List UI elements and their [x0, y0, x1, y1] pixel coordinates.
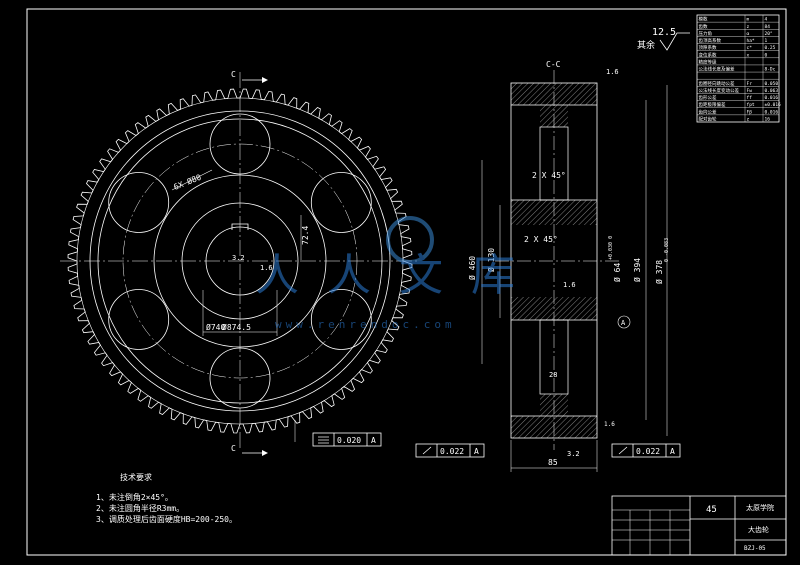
table-cell: 变位系数 [699, 51, 717, 58]
bore-dia: Ø 64 [612, 263, 622, 282]
total-width: 85 [548, 458, 558, 467]
tech-requirements: 技术要求 1、未注倒角2×45°。 2、未注圆角半径R3mm。 3、调质处理后齿… [96, 472, 237, 524]
bolt-hole [108, 172, 170, 233]
table-cell: 1 [765, 38, 768, 44]
part-name: 大齿轮 [748, 525, 769, 534]
watermark: 人人文库 www.renrendoc.com [255, 216, 543, 331]
keyway-roughness: 3.2 [232, 254, 245, 262]
table-cell: ha* [747, 38, 755, 44]
table-cell: 齿向公差 [699, 108, 717, 115]
table-cell: 0.063 [765, 88, 779, 94]
bottom-roughness: 3.2 [567, 450, 580, 458]
table-cell: x [747, 53, 750, 58]
table-cell: Fw [747, 88, 753, 94]
runout-left-value: 0.022 [440, 447, 464, 456]
section-title: C-C [546, 60, 561, 69]
table-cell: 0.25 [765, 45, 776, 51]
table-cell: 公法线长度及偏差 [699, 66, 735, 73]
bolt-hole [310, 289, 372, 350]
section-view: C-C Ø 460 Ø 130 2 X 45° 2 X 45° Ø 64 + [467, 60, 670, 472]
holes-callout: 6X Ø80 [172, 172, 203, 192]
keyway-depth: 72.4 [301, 226, 310, 245]
table-cell: 模数 [699, 16, 708, 23]
table-cell: 0.050 [765, 81, 779, 87]
table-cell: Fr [747, 81, 753, 87]
table-cell: 0.016 [765, 95, 779, 101]
table-cell: 8-Dc [765, 67, 776, 73]
runout-left-datum: A [474, 447, 479, 456]
runout-right-value: 0.022 [636, 447, 660, 456]
table-cell: 压力角 [699, 30, 713, 37]
table-cell: fpt [747, 102, 755, 108]
flatness-frame: 0.020 A [294, 420, 382, 447]
chamfer-2: 2 X 45° [524, 235, 558, 244]
inner-roughness: 1.6 [260, 264, 273, 272]
table-cell: 16 [765, 117, 771, 123]
chamfer-1: 2 X 45° [532, 171, 566, 180]
table-cell: 0 [765, 52, 768, 58]
table-cell: ff [747, 95, 753, 101]
pcd-dim: Ø874.5 [222, 322, 251, 332]
table-cell: 齿顶高系数 [699, 37, 722, 44]
roughness-label: 其余 [637, 39, 655, 51]
bolt-hole [108, 289, 170, 350]
bolt-hole [310, 172, 372, 233]
table-cell: 84 [765, 24, 771, 30]
dia-394: Ø 394 [632, 258, 642, 282]
edge-roughness: 1.6 [604, 421, 615, 428]
table-cell: ±0.016 [765, 102, 782, 108]
flatness-value: 0.020 [337, 436, 361, 445]
mid-roughness: 1.6 [563, 281, 576, 289]
table-cell: 配对齿轮 [699, 116, 717, 123]
table-cell: 4 [765, 17, 768, 23]
table-cell: 0.016 [765, 109, 779, 115]
roughness-symbol: 12.5 其余 [637, 27, 690, 51]
bore-tol: +0.030 0 [608, 236, 614, 260]
table-cell: 齿形公差 [699, 94, 717, 101]
table-cell: 公法线长度变动公差 [699, 87, 740, 94]
datum-symbol: A [621, 319, 626, 327]
runout-right-datum: A [670, 447, 675, 456]
tech-title: 技术要求 [120, 472, 152, 482]
section-mark-bottom: C [231, 444, 236, 453]
dia-130: Ø 130 [486, 248, 496, 272]
table-cell: c* [747, 45, 753, 51]
flatness-datum: A [371, 436, 376, 445]
runout-frame-right: 0.022 A [611, 443, 681, 458]
table-cell: 顶隙系数 [699, 44, 717, 51]
school: 太原学院 [746, 503, 774, 512]
dia-outer: Ø 378 [654, 260, 664, 284]
dia-460: Ø 460 [467, 256, 477, 280]
table-cell: 齿数 [699, 23, 708, 30]
table-cell: 精度等级 [699, 58, 717, 65]
watermark-url: www.renrendoc.com [275, 318, 456, 331]
table-cell: z [747, 25, 750, 30]
table-cell: 20° [765, 31, 773, 37]
table-cell: 齿圈径向跳动公差 [699, 80, 735, 87]
drawing-frame [26, 8, 787, 556]
top-roughness: 1.6 [606, 68, 619, 76]
watermark-text: 人人文库 [255, 250, 543, 301]
tech-item-3: 3、调质处理后齿面硬度HB=200-250。 [96, 514, 237, 524]
tech-item-2: 2、未注圆角半径R3mm。 [96, 503, 184, 513]
table-cell: z [747, 118, 750, 123]
bolt-circle-dim: Ø740 [206, 322, 225, 332]
drawing-code: BZJ-05 [744, 545, 766, 552]
gear-params-table: 模数 m 4 齿数 z 84 压力角 α 20° 齿顶高系数 ha* 1 顶隙系数 c* 0.25 变位系数 x… [696, 14, 782, 123]
title-block: 45 太原学院 大齿轮 BZJ-05 [611, 495, 787, 556]
table-cell: m [747, 18, 750, 23]
table-cell: α [747, 32, 750, 37]
tech-item-1: 1、未注倒角2×45°。 [96, 492, 173, 502]
material: 45 [706, 505, 717, 515]
roughness-value: 12.5 [652, 27, 676, 38]
hub-width: 28 [549, 371, 557, 379]
table-cell: Fβ [747, 109, 753, 115]
table-cell: 齿距极限偏差 [699, 101, 726, 108]
section-mark-top: C [231, 70, 236, 79]
runout-frame-left: 0.022 A [415, 443, 485, 458]
